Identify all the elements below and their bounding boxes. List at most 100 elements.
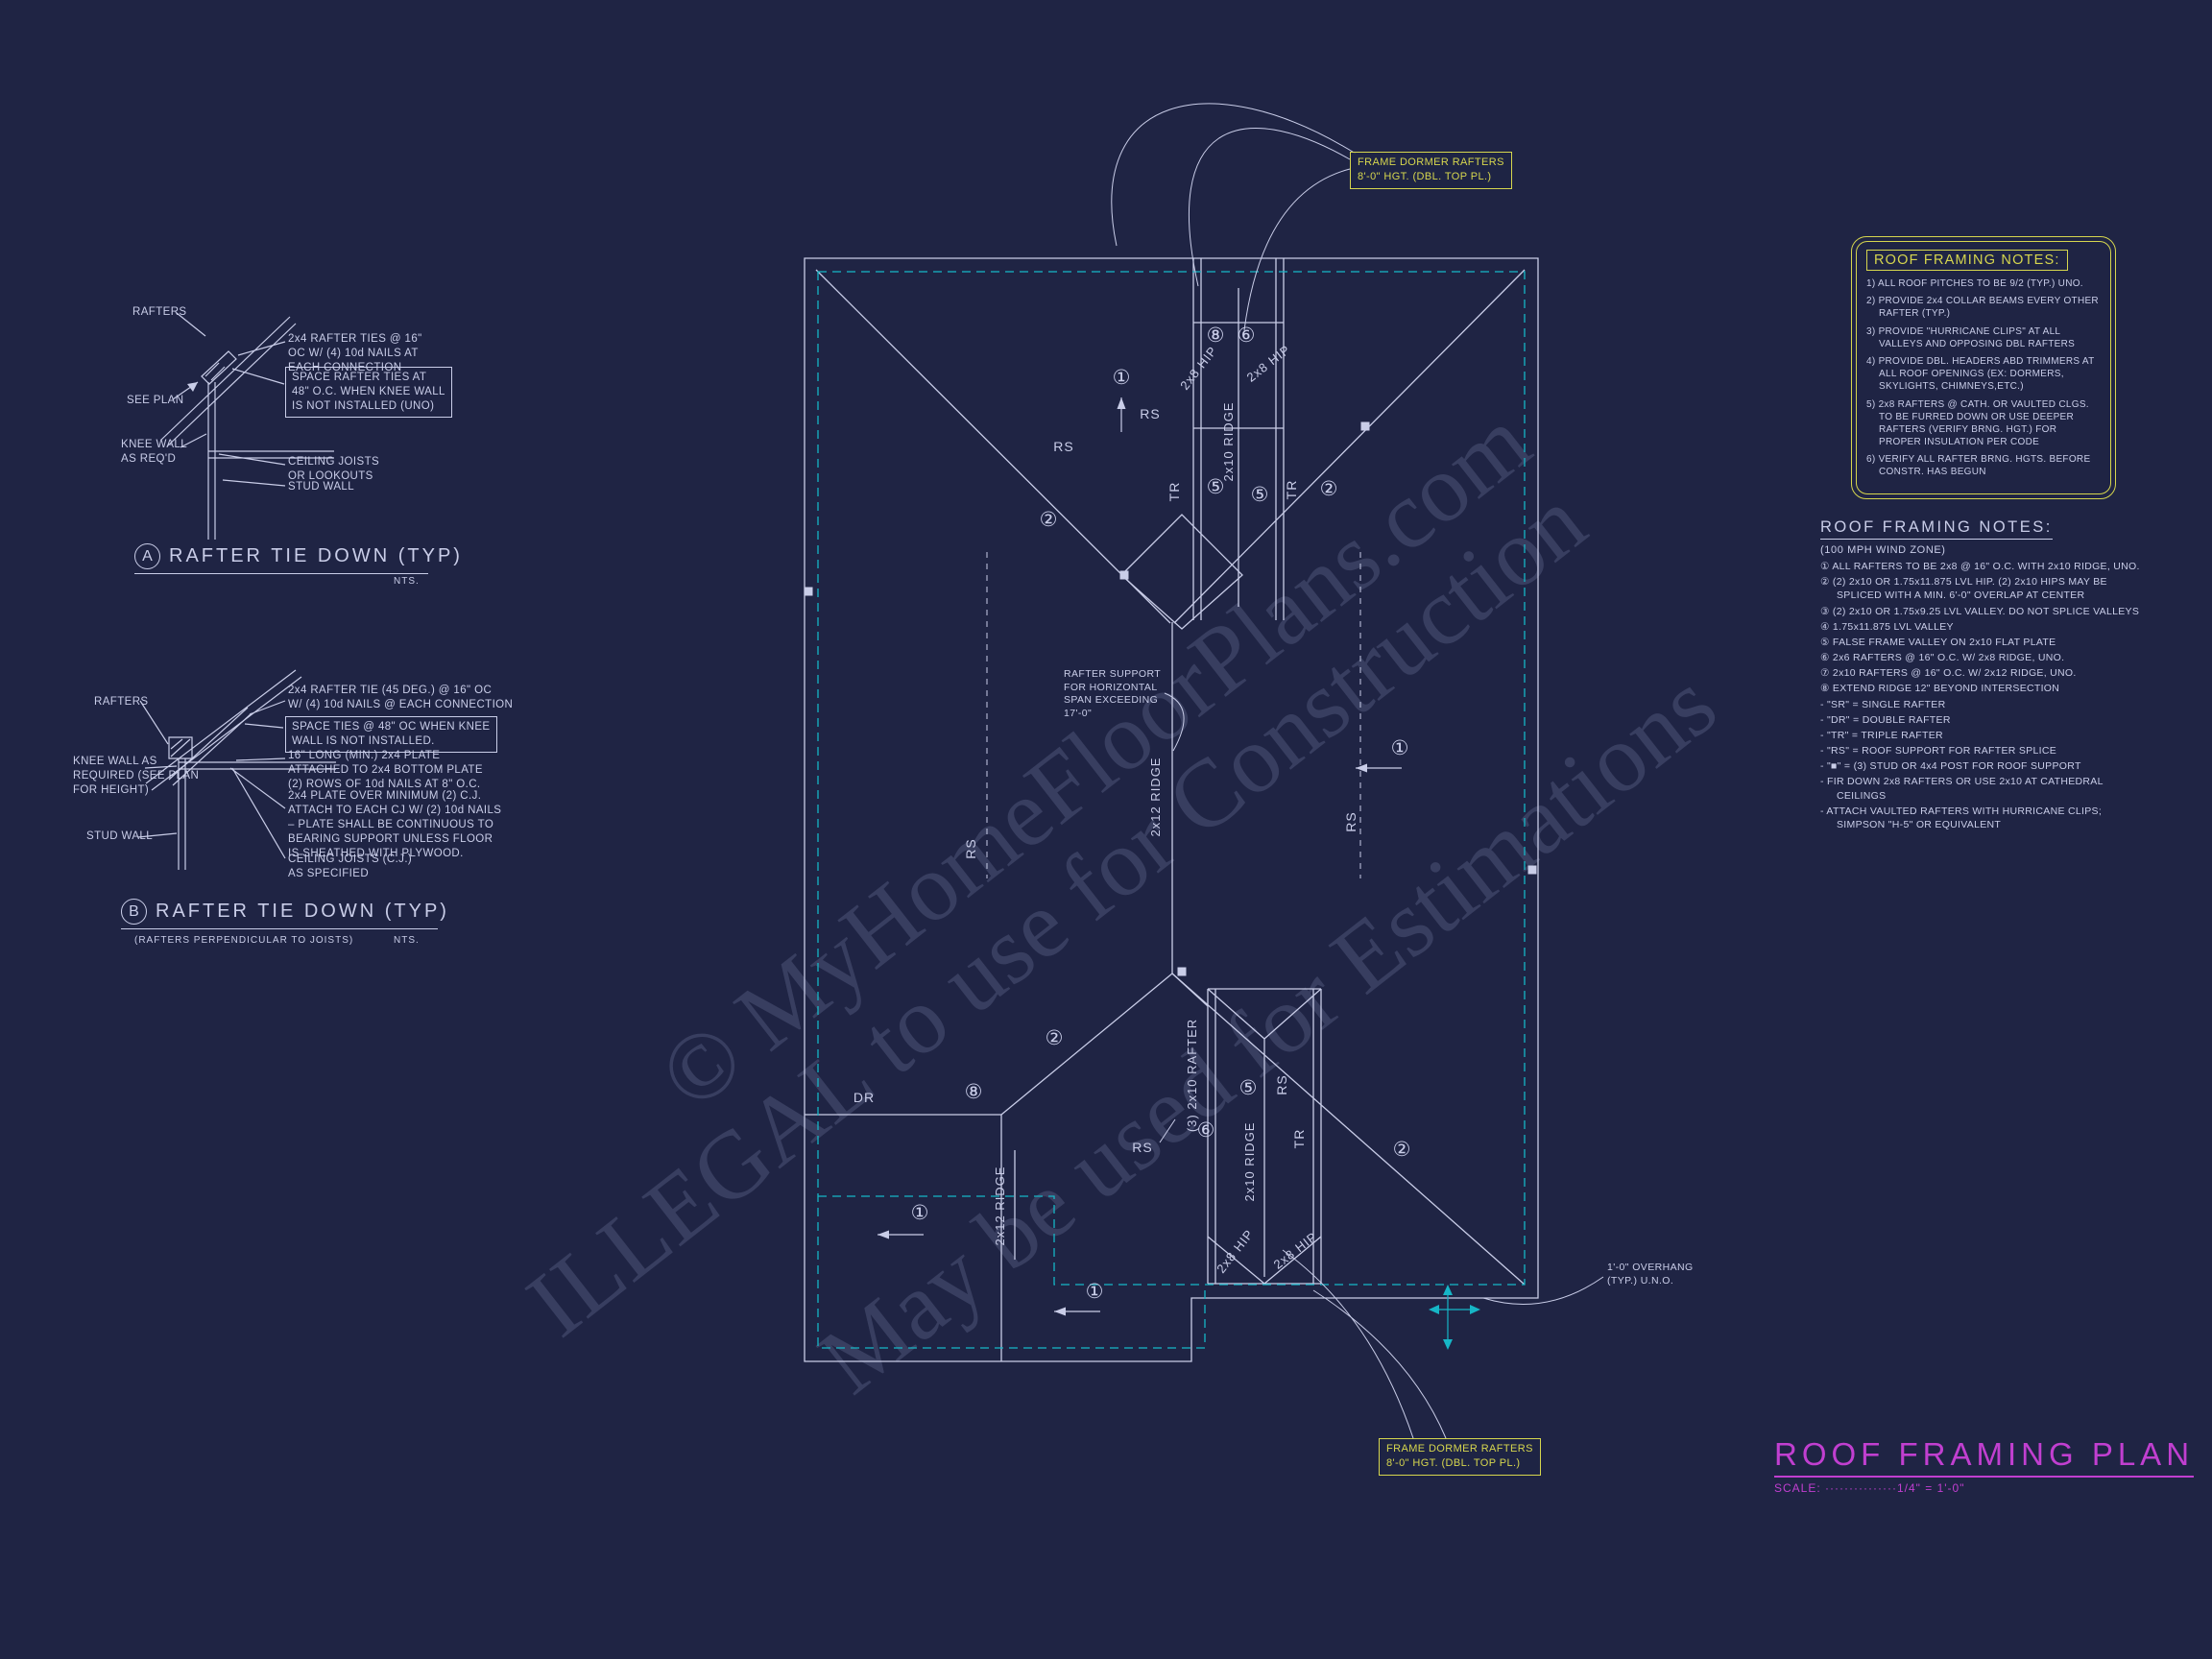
note-item: ③ (2) 2x10 OR 1.75x9.25 LVL VALLEY. DO N… [1820, 605, 2140, 617]
roof-support-post [1177, 967, 1187, 976]
roof-framing-notes-box-inner: ROOF FRAMING NOTES: 1) ALL ROOF PITCHES … [1856, 241, 2111, 494]
plan-label: 2x8 HIP [1214, 1227, 1257, 1276]
note-item: - "SR" = SINGLE RAFTER [1820, 698, 1946, 710]
plan-label: 2x8 HIP [1244, 342, 1293, 385]
detail-a-ceiling-label: CEILING JOISTS OR LOOKOUTS [288, 456, 380, 482]
plan-label: DR [854, 1090, 875, 1105]
see-plan-arrowhead [187, 382, 198, 392]
note-item: ① ALL RAFTERS TO BE 2x8 @ 16" O.C. WITH … [1820, 561, 2140, 572]
roof-support-post [1119, 570, 1129, 580]
notes-list-items: ① ALL RAFTERS TO BE 2x8 @ 16" O.C. WITH … [1820, 560, 2143, 831]
plan-label: (3) 2x10 RAFTER [1185, 1019, 1199, 1132]
plan-label: ② [1040, 509, 1058, 531]
detail-a-title: A RAFTER TIE DOWN (TYP) [134, 543, 460, 574]
note-item: - ATTACH VAULTED RAFTERS WITH HURRICANE … [1820, 805, 2103, 830]
note-item: 1) ALL ROOF PITCHES TO BE 9/2 (TYP.) UNO… [1866, 278, 2083, 289]
plan-label: 2x10 RIDGE [1221, 402, 1236, 482]
detail-b-space-note: SPACE TIES @ 48" OC WHEN KNEE WALL IS NO… [285, 716, 497, 753]
note-item: - "RS" = ROOF SUPPORT FOR RAFTER SPLICE [1820, 745, 2057, 757]
detail-b-badge: B [121, 899, 147, 925]
overhang-note: 1'-0" OVERHANG (TYP.) U.N.O. [1607, 1262, 1694, 1286]
notes-box-items: 1) ALL ROOF PITCHES TO BE 9/2 (TYP.) UNO… [1866, 277, 2101, 479]
plan-label: ① [1391, 737, 1409, 759]
note-item: 2) PROVIDE 2x4 COLLAR BEAMS EVERY OTHER … [1866, 296, 2099, 320]
note-item: 6) VERIFY ALL RAFTER BRNG. HGTS. BEFORE … [1866, 454, 2091, 478]
plan-label: ⑧ [965, 1081, 983, 1103]
overhang-wall-lines [817, 271, 1526, 1349]
roof-framing-notes-list: ROOF FRAMING NOTES: (100 MPH WIND ZONE) … [1820, 518, 2143, 833]
overhang-dimension-arrows [1429, 1285, 1480, 1350]
plan-label: ⑤ [1207, 476, 1225, 498]
plan-label: TR [1166, 482, 1182, 502]
note-item: ④ 1.75x11.875 LVL VALLEY [1820, 620, 1954, 633]
note-item: 4) PROVIDE DBL. HEADERS ABD TRIMMERS AT … [1866, 355, 2095, 393]
note-item: ⑧ EXTEND RIDGE 12" BEYOND INTERSECTION [1820, 683, 2060, 695]
notes-list-subtitle: (100 MPH WIND ZONE) [1820, 544, 1946, 556]
sheet-title-block: ROOF FRAMING PLAN SCALE: ···············… [1774, 1436, 2195, 1495]
detail-a-nts: NTS. [394, 576, 420, 587]
note-item: - FIR DOWN 2x8 RAFTERS OR USE 2x10 AT CA… [1820, 776, 2104, 802]
detail-a-knee-wall-label: KNEE WALL AS REQ'D [121, 439, 188, 465]
notes-list-title: ROOF FRAMING NOTES: [1820, 518, 2053, 540]
plan-label: 2x10 RIDGE [1242, 1122, 1257, 1202]
detail-b-stud-label: STUD WALL [86, 830, 153, 842]
detail-b-plate16-note: 16" LONG (MIN.) 2x4 PLATE ATTACHED TO 2x… [288, 750, 483, 790]
note-item: ⑥ 2x6 RAFTERS @ 16" O.C. W/ 2x8 RIDGE, U… [1820, 652, 2065, 664]
overhang-dimension [1431, 1286, 1479, 1348]
plan-label: TR [1284, 480, 1299, 500]
plan-label: RS [963, 838, 978, 858]
detail-b-title-text: RAFTER TIE DOWN (TYP) [156, 901, 449, 922]
detail-a-lines [160, 312, 334, 540]
roof-support-post [1527, 865, 1537, 875]
detail-a-space-note: SPACE RAFTER TIES AT 48" O.C. WHEN KNEE … [285, 367, 452, 418]
notes-box-title: ROOF FRAMING NOTES: [1866, 250, 2068, 271]
plan-label: TR [1291, 1129, 1307, 1149]
detail-b-lines [137, 669, 336, 870]
plan-label: 2x8 HIP [1271, 1229, 1320, 1272]
plan-label: ⑥ [1197, 1119, 1215, 1142]
detail-a-rafters-label: RAFTERS [132, 306, 187, 318]
detail-b-title: B RAFTER TIE DOWN (TYP) [121, 899, 446, 929]
detail-b-ceiling-label: CEILING JOISTS (C.J.) AS SPECIFIED [288, 854, 413, 879]
rafter-support-lines [986, 552, 1361, 878]
plan-label: ① [911, 1202, 929, 1224]
roof-support-post [1360, 421, 1370, 431]
dormer-label-bottom: FRAME DORMER RAFTERS 8'-0" HGT. (DBL. TO… [1379, 1438, 1541, 1476]
detail-a-see-plan-label: SEE PLAN [127, 395, 184, 406]
detail-b-rafters-label: RAFTERS [94, 696, 149, 708]
note-item: ② (2) 2x10 OR 1.75x11.875 LVL HIP. (2) 2… [1820, 576, 2107, 602]
roof-support-post [804, 587, 813, 596]
plan-label: ⑤ [1251, 484, 1269, 506]
plan-label: ⑧ [1207, 325, 1225, 347]
plan-label: ② [1320, 478, 1338, 500]
plan-label: RS [1140, 406, 1160, 421]
plan-label: 2x12 RIDGE [1148, 757, 1163, 837]
detail-b-plate-over-note: 2x4 PLATE OVER MINIMUM (2) C.J. ATTACH T… [288, 790, 502, 859]
note-item: ⑤ FALSE FRAME VALLEY ON 2x10 FLAT PLATE [1820, 636, 2056, 648]
sheet-scale: SCALE: ···············1/4" = 1'-0" [1774, 1481, 1965, 1495]
detail-b-knee-wall-label: KNEE WALL AS REQUIRED (SEE PLAN FOR HEIG… [73, 756, 200, 796]
plan-label: ① [1086, 1281, 1104, 1303]
plan-label: RS [1132, 1140, 1152, 1155]
note-item: ⑦ 2x10 RAFTERS @ 16" O.C. W/ 2x12 RIDGE,… [1820, 667, 2077, 680]
plan-label: ① [1113, 367, 1131, 389]
note-item: - "TR" = TRIPLE RAFTER [1820, 729, 1943, 741]
plan-label: RS [1053, 439, 1073, 454]
dormer-label-top: FRAME DORMER RAFTERS 8'-0" HGT. (DBL. TO… [1350, 152, 1512, 189]
detail-b-subtitle: (RAFTERS PERPENDICULAR TO JOISTS) [134, 935, 354, 946]
detail-b-tie-note: 2x4 RAFTER TIE (45 DEG.) @ 16" OC W/ (4)… [288, 685, 514, 710]
plan-label: ② [1393, 1139, 1411, 1161]
leader-lines [1111, 103, 1604, 1439]
rafter-support-note: RAFTER SUPPORT FOR HORIZONTAL SPAN EXCEE… [1064, 668, 1162, 719]
plan-label: RS [1274, 1074, 1289, 1094]
plan-label: 2x12 RIDGE [993, 1166, 1007, 1246]
roof-plan-lines [804, 257, 1539, 1362]
detail-a-title-text: RAFTER TIE DOWN (TYP) [169, 545, 463, 566]
plan-label: RS [1343, 811, 1358, 831]
detail-a-badge: A [134, 543, 160, 569]
plan-label: ⑥ [1238, 325, 1256, 347]
note-item: - "■" = (3) STUD OR 4x4 POST FOR ROOF SU… [1820, 760, 2081, 773]
